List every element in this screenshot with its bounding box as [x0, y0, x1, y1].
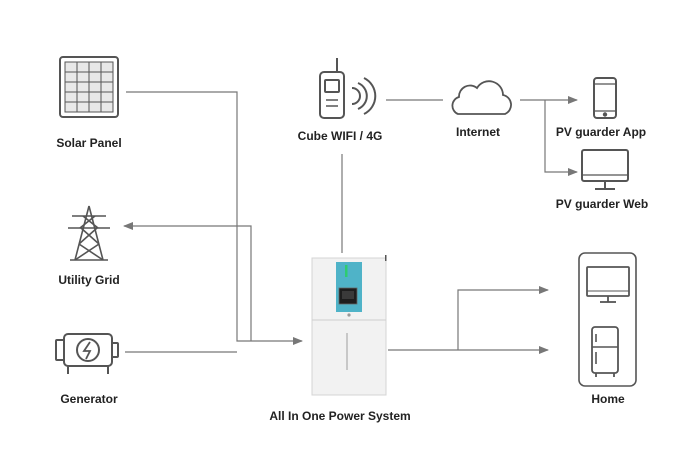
- power-system-label: All In One Power System: [269, 409, 411, 423]
- solar-panel-icon: [59, 56, 119, 118]
- cloud-icon: [451, 80, 512, 115]
- monitor-icon: [581, 149, 629, 190]
- walkie-talkie-icon: [319, 58, 377, 119]
- solar-panel-label: Solar Panel: [56, 136, 122, 150]
- web-label: PV guarder Web: [555, 197, 649, 211]
- system-to-grid-line: [123, 222, 252, 341]
- utility-grid-label: Utility Grid: [58, 273, 120, 287]
- solar-to-system-line: [126, 91, 303, 345]
- house-icon: [578, 252, 637, 387]
- power-cabinet-icon: [311, 255, 387, 396]
- internet-label: Internet: [455, 125, 501, 139]
- wifi-module-label: Cube WIFI / 4G: [297, 129, 383, 143]
- app-label: PV guarder App: [555, 125, 647, 139]
- generator-icon: [55, 333, 119, 374]
- internet-to-web-line: [544, 100, 578, 176]
- smartphone-icon: [593, 77, 617, 119]
- home-upper-line: [457, 286, 549, 350]
- home-label: Home: [591, 392, 625, 406]
- transmission-tower-icon: [68, 205, 110, 261]
- generator-label: Generator: [60, 392, 118, 406]
- connectors: [123, 91, 578, 354]
